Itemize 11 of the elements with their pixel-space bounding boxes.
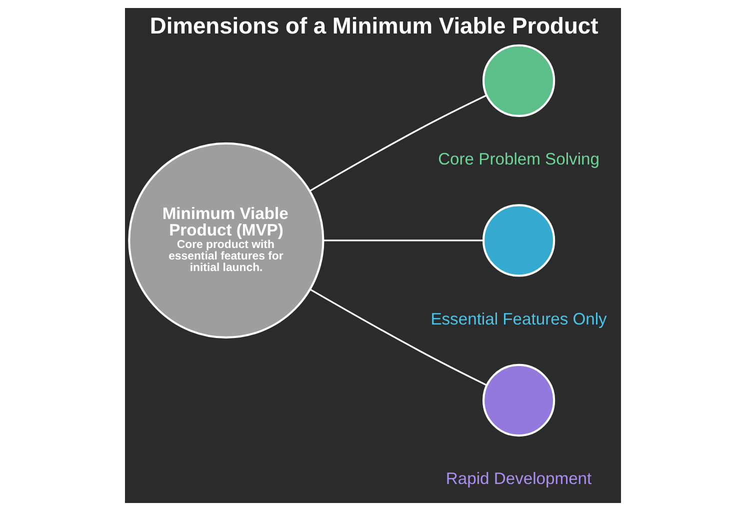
diagram-title: Dimensions of a Minimum Viable Product (150, 12, 598, 39)
node-circle (482, 364, 556, 437)
node-circle (482, 204, 556, 277)
node-label: Core Problem Solving (438, 149, 600, 168)
node-label: Rapid Development (446, 469, 592, 488)
connector (309, 94, 487, 192)
connector (324, 240, 484, 242)
node-label: Essential Features Only (430, 309, 607, 328)
connector (310, 288, 487, 386)
node-circle (482, 44, 556, 117)
node-circle: Minimum Viable Product (MVP) Core product with essential features for initial launch. (128, 142, 324, 339)
